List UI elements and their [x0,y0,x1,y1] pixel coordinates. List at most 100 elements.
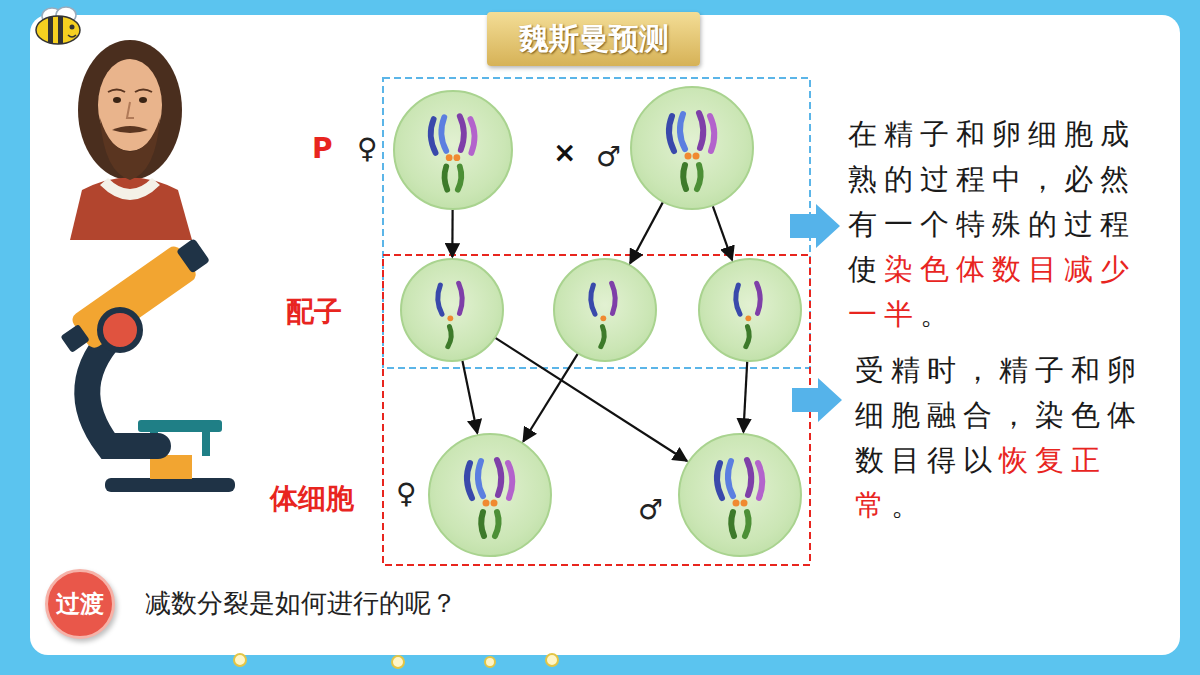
chromosome [736,285,740,314]
centromere [600,315,606,321]
bee-icon [36,16,80,44]
panel [30,15,1180,655]
title-banner: 魏斯曼预测 [487,12,700,66]
centromere [693,153,700,160]
scientist-portrait [108,90,152,93]
microscope-icon [138,420,222,432]
chromosome [680,114,685,149]
badge-text: 过渡 [48,572,112,636]
chromosome [591,285,595,314]
chromosome [495,512,499,536]
chromosome [717,463,722,498]
chromosome [710,116,714,151]
chromosome [745,512,749,536]
chromosome [438,285,442,314]
chromosome [497,460,501,495]
cell-circle: ♂ [630,86,754,210]
scientist-portrait [112,126,148,133]
microscope-icon [100,310,140,350]
chromosome [683,165,686,189]
microscope-icon [105,478,235,492]
cell-circle: ♂ [678,433,802,557]
chromosome [758,463,762,498]
note-highlight: 染色体数目减少一半 [848,252,1136,331]
scientist-portrait [78,40,182,180]
chromosome [757,283,761,313]
row-label: 配子 [286,293,342,331]
flower-decoration [234,654,246,666]
bee-icon [68,35,76,37]
microscope-icon [69,243,198,350]
arrow-connector [630,203,663,264]
chromosome [431,119,436,153]
chromosome [747,460,751,495]
cell-circle [698,258,802,362]
chromosome-set [395,92,511,208]
chromosome-set [430,435,550,555]
title-text: 魏斯曼预测 [519,19,669,60]
chromosome [746,327,749,347]
chromosome [731,512,734,536]
chromosome [697,165,701,189]
pointer-arrow [790,204,840,248]
centromere [447,315,453,321]
gamete-body-bracket [383,255,810,565]
microscope-icon [60,324,89,353]
chromosome-set [700,260,800,360]
centromere [491,500,498,507]
chromosome [478,461,483,496]
arrow-connector [743,362,747,432]
chromosome [458,166,461,189]
flower-decoration [234,654,558,668]
scientist-portrait [100,118,160,180]
note-text: 。 [920,297,956,331]
parent-gamete-bracket [383,78,810,368]
chromosome-set [555,260,655,360]
flower-decoration [392,656,404,668]
bee-icon [70,25,75,30]
chromosome-set [402,260,502,360]
generation-label: P [312,132,333,165]
chromosome [669,116,674,151]
scientist-portrait [113,97,121,103]
cell-circle [400,258,504,362]
cell-circle: ♀ [393,90,513,210]
centromere [446,154,453,161]
cross-symbol: × [553,136,576,169]
chromosome [601,327,604,347]
arrow-connector [496,338,687,461]
centromere [733,500,740,507]
arrow-connector [713,206,732,260]
chromosome [728,461,733,496]
scientist-portrait [139,97,147,103]
microscope-icon [202,432,210,456]
chromosome [441,117,446,151]
arrow-connector [451,210,453,257]
sex-symbol: ♂ [596,140,621,173]
transition-badge: 过渡 [45,569,115,639]
cell-circle [553,258,657,362]
chromosome [699,113,703,148]
pointer-arrow [792,378,842,422]
text-block: 在精子和卵细胞成熟的过程中，必然有一个特殊的过程使染色体数目减少一半。 [848,112,1168,337]
sex-symbol: ♀ [396,477,417,510]
centromere [453,154,460,161]
flower-decoration [485,657,495,667]
chromosome [448,327,451,347]
centromere [685,153,692,160]
text-block: 受精时，精子和卵细胞融合，染色体数目得以恢复正常。 [855,348,1175,528]
microscope-icon [55,233,214,361]
chromosome [445,166,448,189]
microscope-icon [55,233,235,492]
centromere [741,500,748,507]
centromere [483,500,490,507]
cell-circle: ♀ [428,433,552,557]
bee-icon [48,17,53,43]
arrow-connector [523,354,577,441]
chromosome-set [680,435,800,555]
sex-symbol: ♀ [357,132,378,165]
